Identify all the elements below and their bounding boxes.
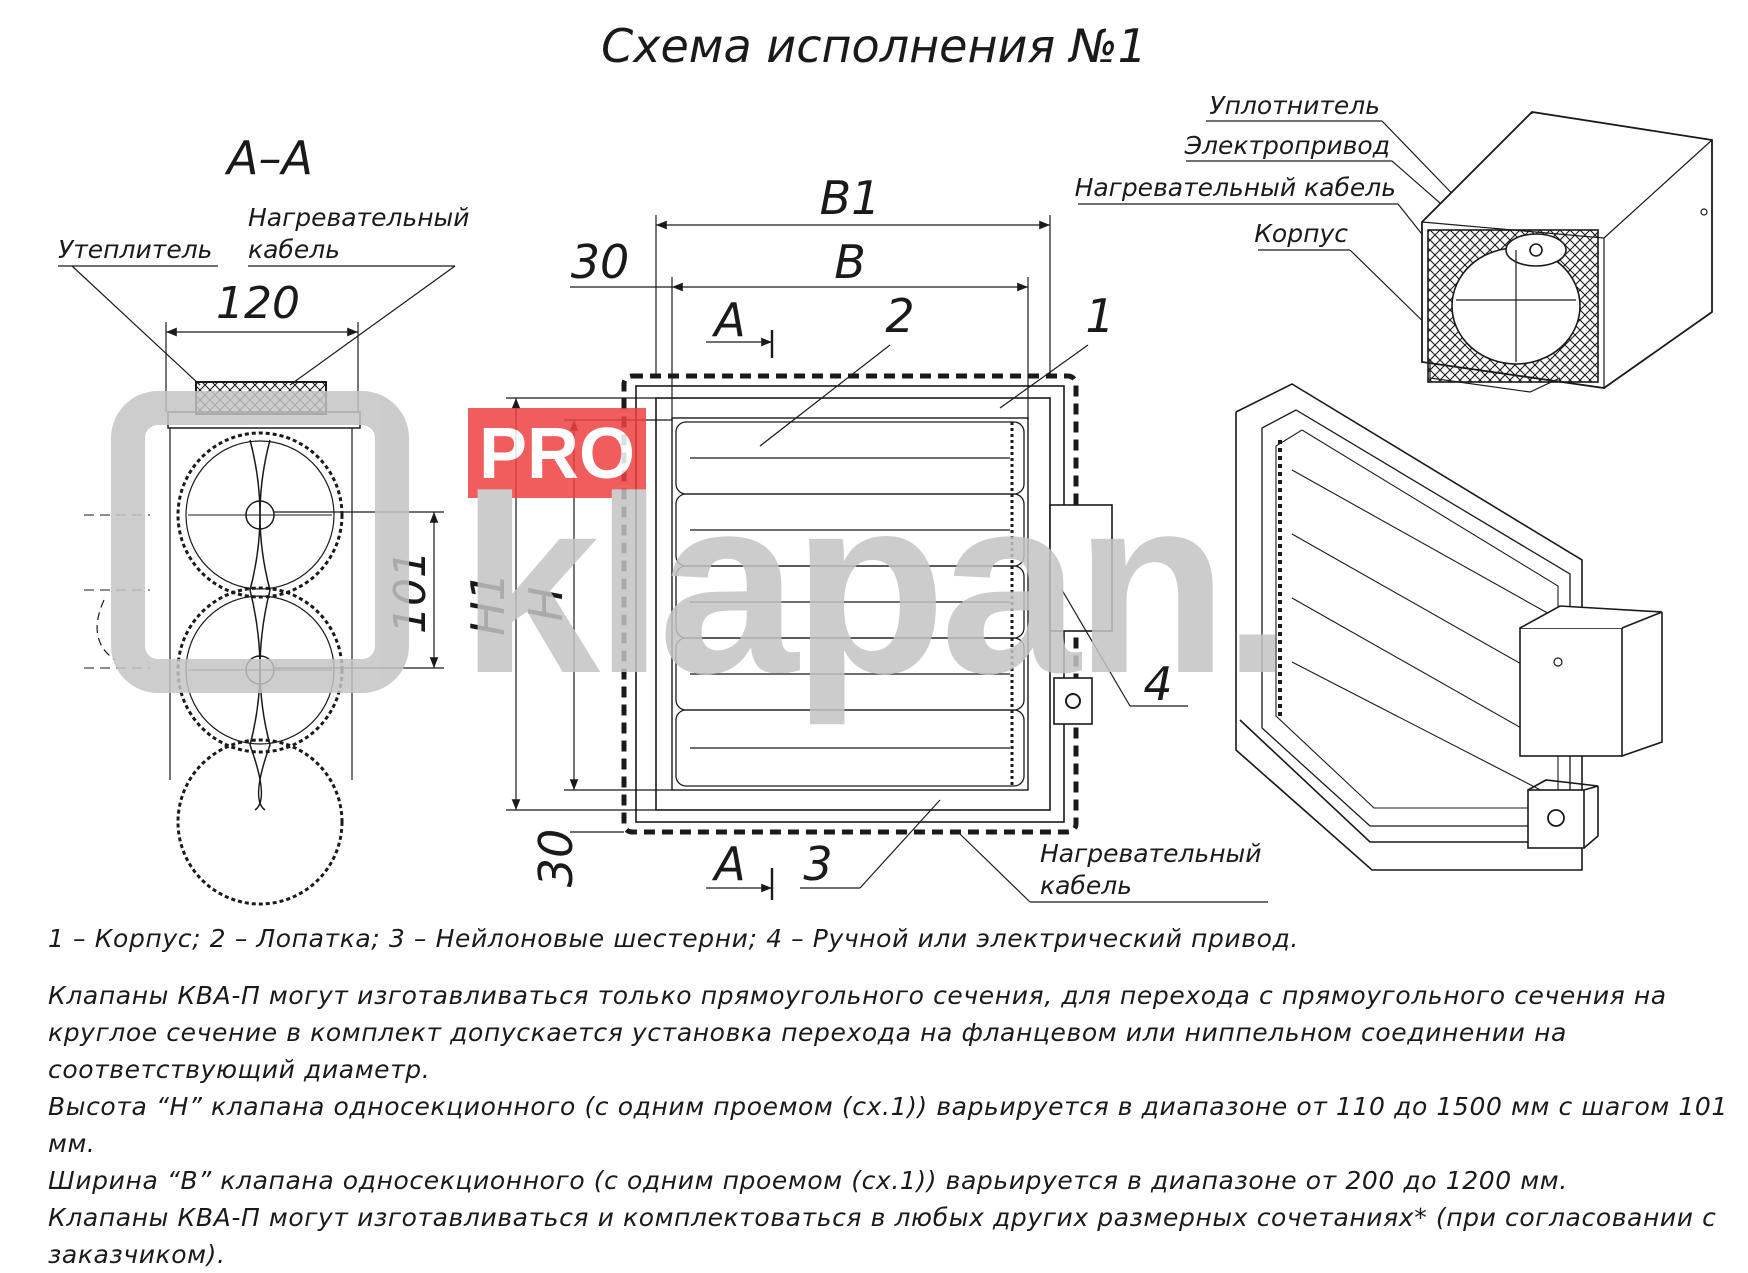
damper-blades xyxy=(675,421,1025,787)
label-cable: Нагревательный кабель xyxy=(1075,173,1396,202)
front-cable-label-line2: кабель xyxy=(1040,871,1132,900)
section-dim-width: 120 xyxy=(216,278,300,329)
cut-a-top: А xyxy=(711,293,745,347)
legend-text: 1 – Корпус; 2 – Лопатка; 3 – Нейлоновые … xyxy=(48,924,1299,953)
label-seal: Уплотнитель xyxy=(1209,91,1380,120)
label-body: Корпус xyxy=(1254,219,1348,248)
dim-b1: В1 xyxy=(820,171,881,225)
callout-1: 1 xyxy=(1085,289,1114,343)
watermark: PRO klapan. xyxy=(111,391,1292,726)
dim-h: Н xyxy=(519,587,573,622)
notes-block: 1 – Корпус; 2 – Лопатка; 3 – Нейлоновые … xyxy=(48,920,1728,1273)
label-actuator: Электропривод xyxy=(1184,131,1390,160)
damper-isometric xyxy=(1235,383,1663,871)
note-paragraph-2: Высота “H” клапана односекционного (с од… xyxy=(48,1092,1728,1158)
actuator-detail: Уплотнитель Электропривод Нагревательный… xyxy=(1075,91,1713,393)
section-cable-label-line2: кабель xyxy=(248,235,340,264)
note-paragraph-3: Ширина “B” клапана односекционного (с од… xyxy=(48,1166,1568,1195)
note-paragraph-1: Клапаны КВА-П могут изготавливаться толь… xyxy=(48,981,1667,1084)
section-cable-label-line1: Нагревательный xyxy=(248,203,470,232)
callout-3: 3 xyxy=(803,837,832,891)
note-paragraph-4: Клапаны КВА-П могут изготавливаться и ко… xyxy=(48,1203,1717,1269)
damper-diagram: Схема исполнения №1 А–А Нагревательный к… xyxy=(58,19,1713,906)
dim-30-bottom: 30 xyxy=(529,829,583,888)
watermark-logo-icon xyxy=(111,391,409,693)
dim-b: В xyxy=(834,235,866,289)
dim-h1: Н1 xyxy=(461,572,515,636)
watermark-pro: PRO xyxy=(479,414,635,494)
section-a-a: А–А Нагревательный кабель Утеплитель 120 xyxy=(58,131,470,906)
dim-30-top: 30 xyxy=(571,235,630,289)
section-label: А–А xyxy=(224,131,313,185)
callout-4: 4 xyxy=(1143,657,1172,711)
front-cable-label-line1: Нагревательный xyxy=(1040,839,1262,868)
actuator-box xyxy=(1049,504,1113,632)
front-view: В1 В 30 xyxy=(461,171,1268,903)
watermark-brand: klapan. xyxy=(460,445,1286,726)
cut-a-bottom: А xyxy=(711,837,745,891)
callout-2: 2 xyxy=(885,289,914,343)
diagram-title: Схема исполнения №1 xyxy=(601,19,1147,73)
section-insulation-label: Утеплитель xyxy=(58,235,212,264)
